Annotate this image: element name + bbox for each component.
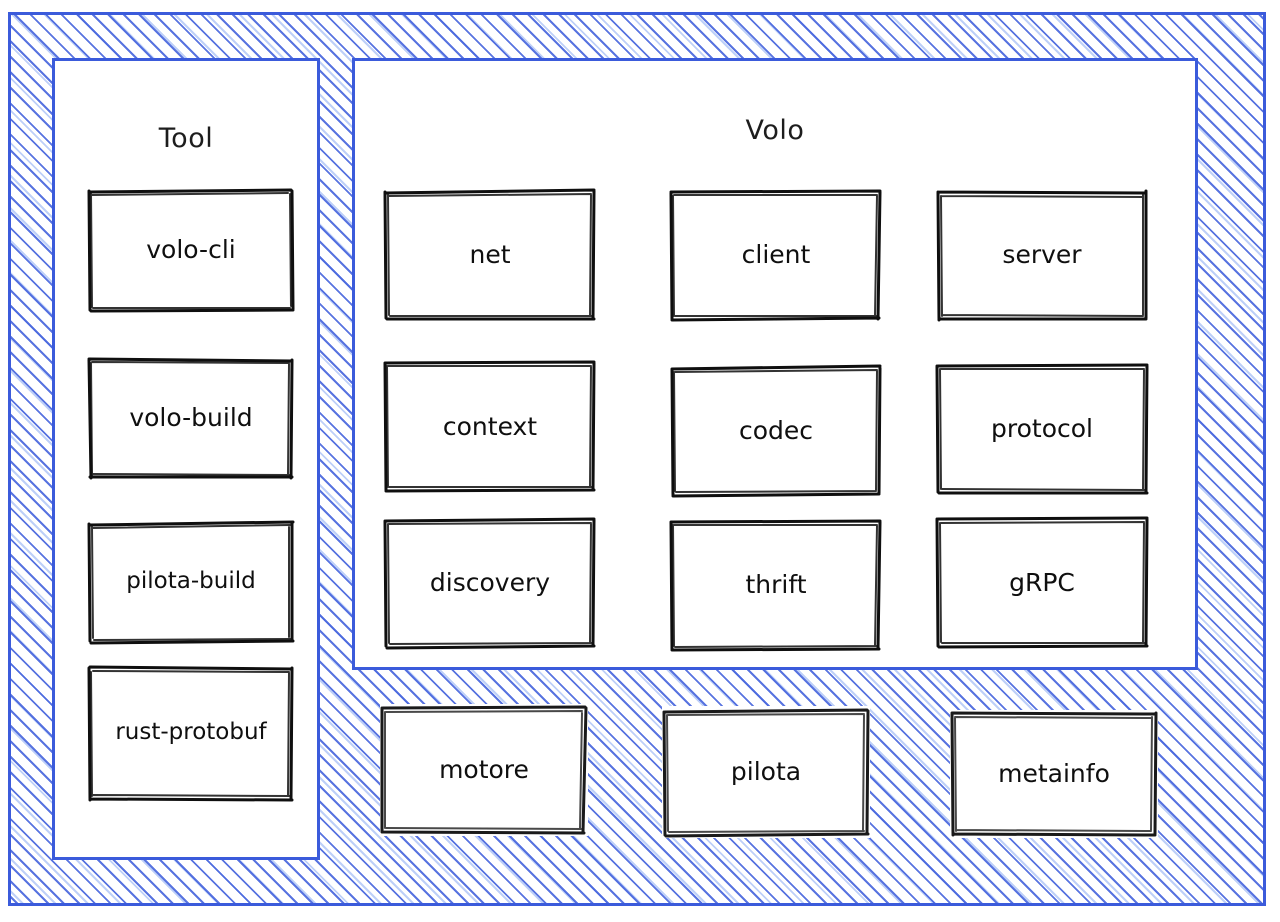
node-net[interactable]: net: [383, 187, 597, 322]
node-metainfo[interactable]: metainfo: [950, 710, 1158, 838]
node-label: context: [442, 411, 538, 441]
node-volo-cli[interactable]: volo-cli: [87, 187, 295, 313]
group-panel-tool[interactable]: Tool volo-cli volo-build: [52, 58, 320, 860]
node-grpc[interactable]: gRPC: [935, 515, 1149, 650]
node-pilota[interactable]: pilota: [662, 706, 870, 838]
node-motore[interactable]: motore: [380, 704, 588, 836]
node-context[interactable]: context: [383, 359, 597, 494]
node-label: codec: [738, 415, 814, 445]
node-label: protocol: [991, 413, 1093, 443]
node-label: metainfo: [998, 759, 1110, 788]
node-label: motore: [439, 755, 529, 784]
node-label: client: [741, 239, 811, 269]
node-label: gRPC: [1009, 567, 1075, 597]
node-thrift[interactable]: thrift: [669, 517, 883, 652]
node-label: server: [1002, 239, 1082, 269]
node-discovery[interactable]: discovery: [383, 515, 597, 650]
node-label: net: [469, 239, 511, 269]
group-panel-volo[interactable]: Volo net client server: [352, 58, 1198, 670]
group-title-tool: Tool: [158, 123, 214, 154]
node-label: pilota-build: [126, 568, 256, 595]
node-client[interactable]: client: [669, 187, 883, 322]
node-rust-protobuf[interactable]: rust-protobuf: [87, 663, 295, 803]
node-label: volo-cli: [146, 235, 236, 264]
node-pilota-build[interactable]: pilota-build: [87, 519, 295, 645]
group-title-volo: Volo: [745, 115, 805, 146]
node-volo-build[interactable]: volo-build: [87, 355, 295, 481]
node-server[interactable]: server: [935, 187, 1149, 322]
node-codec[interactable]: codec: [669, 363, 883, 498]
node-label: rust-protobuf: [115, 719, 267, 746]
node-label: thrift: [745, 569, 807, 599]
node-label: pilota: [730, 757, 802, 786]
node-protocol[interactable]: protocol: [935, 361, 1149, 496]
node-label: volo-build: [129, 403, 253, 432]
node-label: discovery: [429, 567, 551, 597]
